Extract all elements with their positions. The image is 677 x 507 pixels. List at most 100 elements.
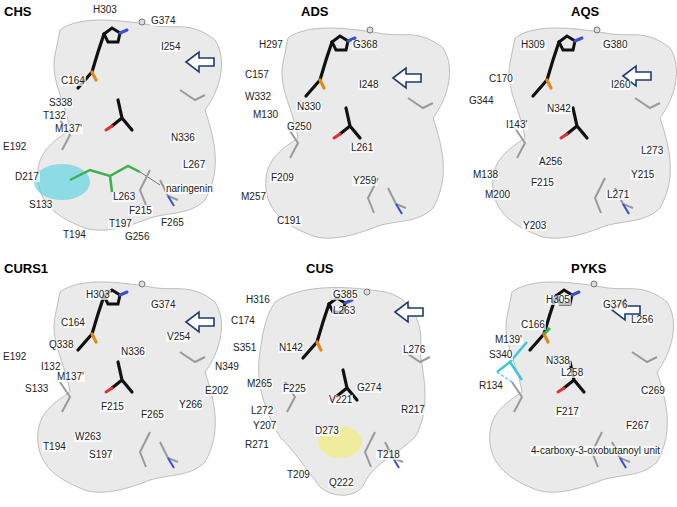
residue-label: I254 xyxy=(160,42,181,52)
residue-label: H303 xyxy=(92,5,118,15)
residue-label: L273 xyxy=(640,146,664,156)
residue-label: N336 xyxy=(120,347,146,357)
residue-label: C269 xyxy=(640,386,666,396)
residue-label: S133 xyxy=(28,200,53,210)
residue-label: F265 xyxy=(140,410,165,420)
residue-label: W263 xyxy=(74,432,102,442)
residue-label: F217 xyxy=(555,407,580,417)
residue-label: L258 xyxy=(560,368,584,378)
residue-label: L276 xyxy=(402,345,426,355)
residue-label: C164 xyxy=(60,76,86,86)
residue-label: F215 xyxy=(128,206,153,216)
residue-label: L267 xyxy=(182,160,206,170)
residue-label: I260 xyxy=(610,80,631,90)
residue-label: S197 xyxy=(88,450,113,460)
panel-title: AQS xyxy=(570,5,600,18)
residue-label: C166 xyxy=(520,320,546,330)
residue-label: M130 xyxy=(252,110,279,120)
residue-label: C164 xyxy=(60,318,86,328)
residue-label: Q222 xyxy=(328,478,354,488)
residue-label: S133 xyxy=(24,384,49,394)
residue-label: F215 xyxy=(530,178,555,188)
residue-label: S351 xyxy=(232,343,257,353)
residue-label: T209 xyxy=(286,470,311,480)
residue-label: Y207 xyxy=(252,421,277,431)
residue-label: N336 xyxy=(170,133,196,143)
residue-label: H309 xyxy=(520,40,546,50)
residue-label: G274 xyxy=(356,383,382,393)
residue-label: N342 xyxy=(546,104,572,114)
residue-label: D273 xyxy=(314,426,340,436)
residue-label: W332 xyxy=(244,92,272,102)
residue-label: G385 xyxy=(332,290,358,300)
residue-label: H316 xyxy=(245,295,271,305)
residue-label: N338 xyxy=(545,356,571,366)
residue-label: M138 xyxy=(472,170,499,180)
residue-label: M200 xyxy=(484,190,511,200)
panel-title: CHS xyxy=(3,5,32,18)
residue-label: E202 xyxy=(204,386,229,396)
residue-label: R271 xyxy=(244,440,270,450)
residue-label: L261 xyxy=(350,143,374,153)
residue-label: I248 xyxy=(358,80,379,90)
residue-label: L271 xyxy=(606,190,630,200)
residue-label: G256 xyxy=(124,232,150,242)
residue-label: L263 xyxy=(112,192,136,202)
residue-label: M257 xyxy=(240,192,267,202)
residue-label: G250 xyxy=(286,122,312,132)
residue-label: N330 xyxy=(296,102,322,112)
residue-label: G376 xyxy=(602,300,628,310)
residue-label: Y266 xyxy=(178,400,203,410)
residue-label: Y259 xyxy=(352,176,377,186)
residue-label: 4-carboxy-3-oxobutanoyl unit xyxy=(530,446,661,456)
residue-label: I132 xyxy=(40,362,61,372)
residue-label: F215 xyxy=(100,402,125,412)
residue-label: Y215 xyxy=(630,170,655,180)
residue-label: G344 xyxy=(468,96,494,106)
residue-label: L272 xyxy=(250,406,274,416)
residue-label: E192 xyxy=(2,352,27,362)
residue-label: G380 xyxy=(602,40,628,50)
residue-label: F265 xyxy=(160,218,185,228)
residue-label: C191 xyxy=(276,216,302,226)
residue-label: G374 xyxy=(150,16,176,26)
residue-label: L263 xyxy=(332,306,356,316)
residue-label: T132 xyxy=(42,111,67,121)
residue-label: L256 xyxy=(630,315,654,325)
residue-label: G368 xyxy=(352,40,378,50)
panel-title: PYKS xyxy=(570,262,607,275)
residue-label: S338 xyxy=(48,98,73,108)
residue-label: G374 xyxy=(150,300,176,310)
residue-label: N349 xyxy=(214,362,240,372)
residue-label: V254 xyxy=(166,332,191,342)
residue-label: F225 xyxy=(282,384,307,394)
residue-label: M265 xyxy=(246,379,273,389)
residue-label: Q338 xyxy=(48,340,74,350)
residue-label: I143' xyxy=(505,120,528,130)
panel-title: CURS1 xyxy=(3,262,49,275)
panel-title: CUS xyxy=(305,262,334,275)
residue-label: T197 xyxy=(108,219,133,229)
residue-label: C157 xyxy=(244,70,270,80)
residue-label: T218 xyxy=(376,450,401,460)
panel-title: ADS xyxy=(300,5,329,18)
residue-label: naringenin xyxy=(165,184,214,194)
residue-label: M139' xyxy=(494,335,523,345)
residue-label: F209 xyxy=(270,173,295,183)
residue-label: M137' xyxy=(54,124,83,134)
residue-label: S340 xyxy=(488,350,513,360)
residue-label: C174 xyxy=(230,316,256,326)
residue-label: C170 xyxy=(488,74,514,84)
residue-label: Y203 xyxy=(522,221,547,231)
residue-label: D217 xyxy=(14,172,40,182)
residue-label: R217 xyxy=(400,405,426,415)
residue-label: H305 xyxy=(545,295,571,305)
residue-label: H303 xyxy=(85,290,111,300)
residue-label: E192 xyxy=(2,142,27,152)
residue-label: N142 xyxy=(278,343,304,353)
residue-label: A256 xyxy=(538,157,563,167)
residue-label: V221 xyxy=(328,395,353,405)
residue-label: T194 xyxy=(42,442,67,452)
